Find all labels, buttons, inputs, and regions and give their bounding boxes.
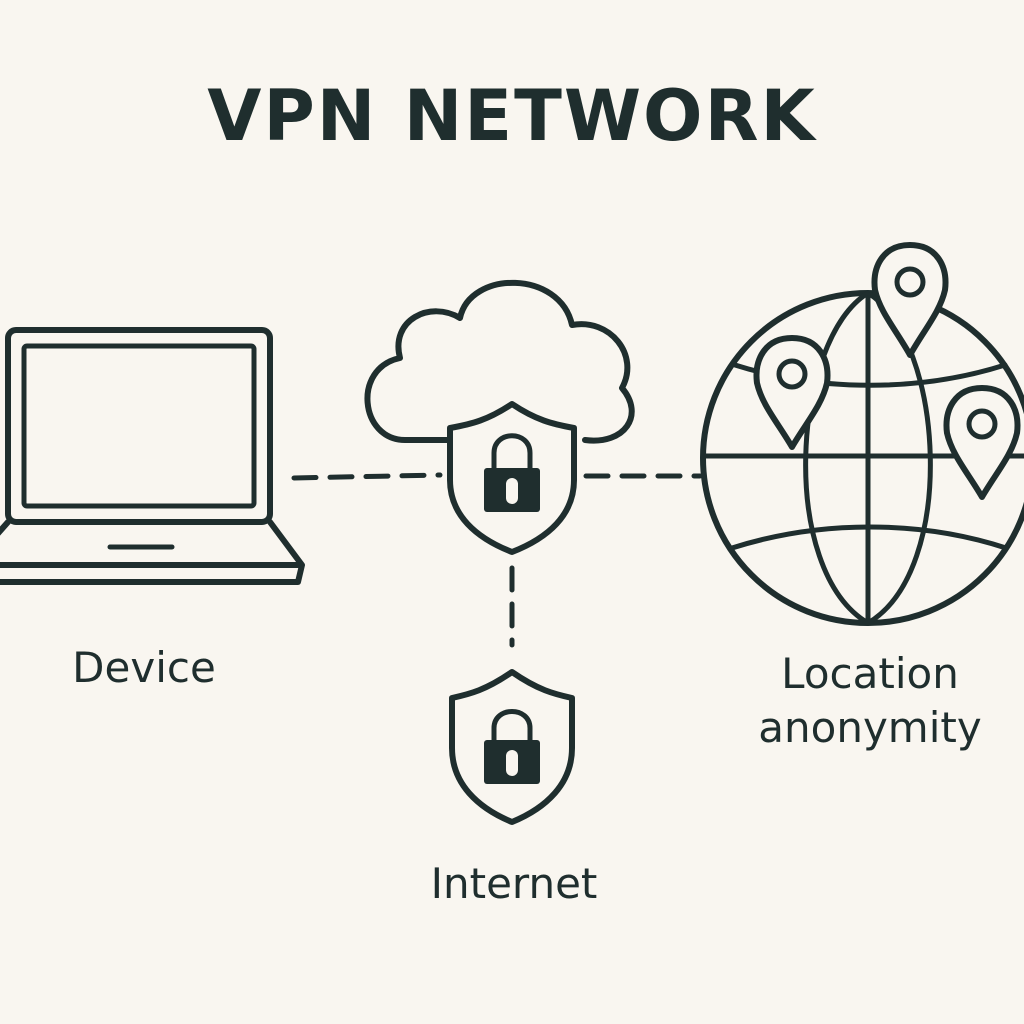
cloud-shield-lock-icon <box>364 279 635 555</box>
internet-label: Internet <box>431 859 598 908</box>
location-label-line1: Location <box>781 649 959 698</box>
location-pin-icon <box>871 242 949 358</box>
laptop-icon <box>0 327 305 585</box>
diagram-title: VPN NETWORK <box>207 75 817 157</box>
location-pin-icon <box>943 385 1021 500</box>
padlock-icon <box>484 433 540 512</box>
location-label-line2: anonymity <box>758 703 981 752</box>
device-label: Device <box>72 643 216 692</box>
padlock-icon <box>484 709 540 784</box>
shield-lock-icon <box>449 669 575 825</box>
globe-location-pins-icon <box>700 242 1024 626</box>
location-pin-icon <box>753 335 831 450</box>
connector-device-to-vpn <box>291 472 443 481</box>
